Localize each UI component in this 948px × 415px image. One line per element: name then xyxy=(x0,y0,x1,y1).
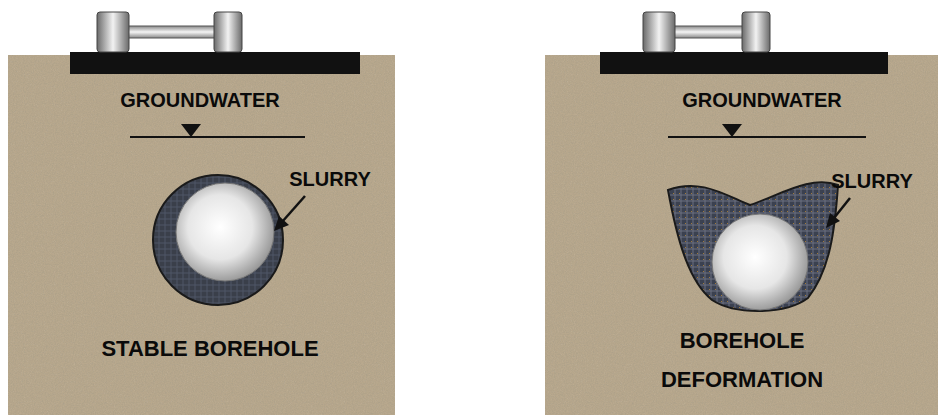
left-panel xyxy=(8,12,395,415)
water-level-symbol xyxy=(722,124,742,137)
right-panel xyxy=(545,12,938,415)
groundwater-label: GROUNDWATER xyxy=(682,89,842,112)
leader-line xyxy=(282,196,305,222)
road-plate xyxy=(70,52,360,74)
water-level-symbol xyxy=(181,124,201,137)
borehole-caption: BOREHOLE DEFORMATION xyxy=(617,322,867,399)
slurry-label: SLURRY xyxy=(831,170,912,193)
slurry-label: SLURRY xyxy=(289,168,370,191)
roller xyxy=(643,12,770,52)
slurry xyxy=(153,175,283,305)
pipe xyxy=(176,183,274,281)
groundwater-label: GROUNDWATER xyxy=(120,89,280,112)
road-plate xyxy=(600,52,888,74)
water-table-line xyxy=(130,136,305,138)
soil xyxy=(545,55,938,415)
water-table-line xyxy=(668,136,866,138)
slurry xyxy=(668,182,838,311)
soil xyxy=(8,55,395,415)
borehole-caption: STABLE BOREHOLE xyxy=(101,336,318,361)
roller xyxy=(97,12,242,52)
pipe xyxy=(712,214,808,310)
leader-line xyxy=(834,198,850,218)
